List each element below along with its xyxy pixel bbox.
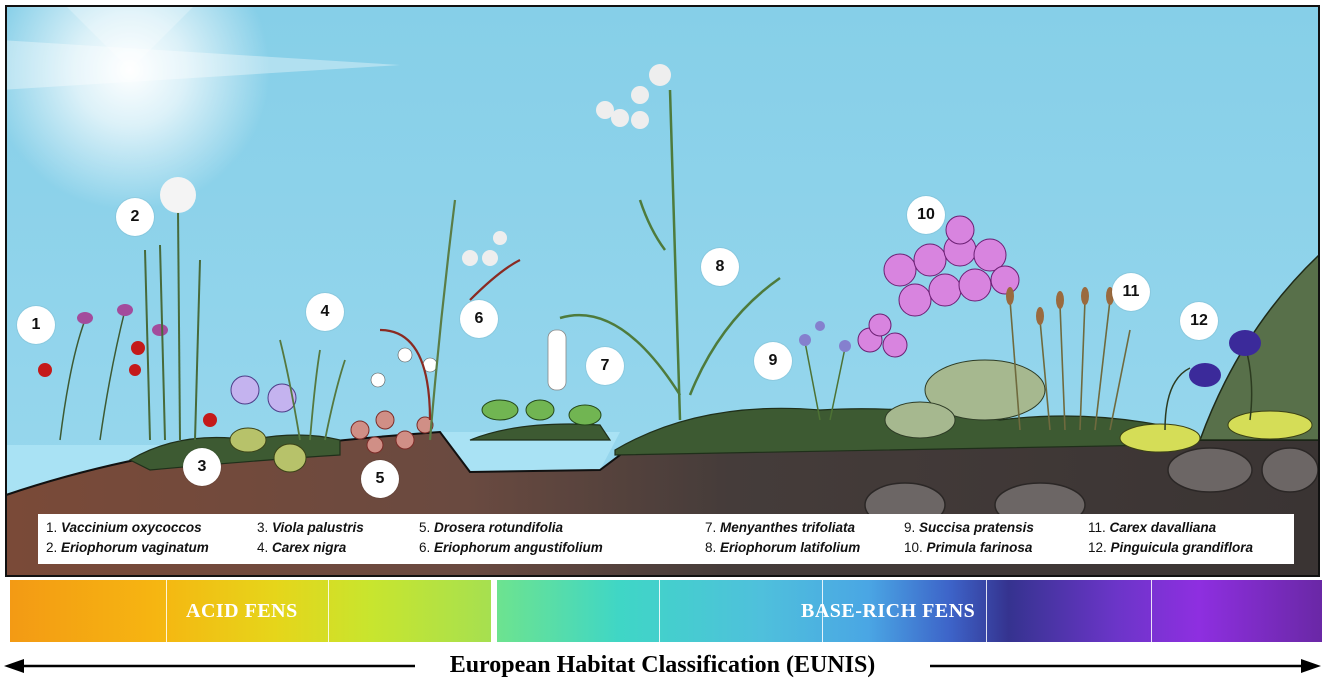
legend-column-2: 3. Viola palustris 4. Carex nigra — [257, 518, 405, 564]
legend-item: 4. Carex nigra — [257, 538, 405, 558]
bar-divider — [1151, 580, 1152, 642]
footer-title: European Habitat Classification (EUNIS) — [0, 652, 1325, 679]
legend-item: 6. Eriophorum angustifolium — [419, 538, 691, 558]
legend-column-4: 7. Menyanthes trifoliata 8. Eriophorum l… — [705, 518, 890, 564]
legend-item: 5. Drosera rotundifolia — [419, 518, 691, 538]
bar-divider — [166, 580, 167, 642]
legend-item: 8. Eriophorum latifolium — [705, 538, 890, 558]
legend-item: 9. Succisa pratensis — [904, 518, 1074, 538]
marker-4: 4 — [306, 293, 344, 331]
legend-item: 11. Carex davalliana — [1088, 518, 1278, 538]
legend-column-5: 9. Succisa pratensis 10. Primula farinos… — [904, 518, 1074, 564]
legend-item: 2. Eriophorum vaginatum — [46, 538, 243, 558]
marker-10: 10 — [907, 196, 945, 234]
legend-item: 12. Pinguicula grandiflora — [1088, 538, 1278, 558]
marker-1: 1 — [17, 306, 55, 344]
bar-divider — [986, 580, 987, 642]
marker-5: 5 — [361, 460, 399, 498]
marker-8: 8 — [701, 248, 739, 286]
marker-2: 2 — [116, 198, 154, 236]
legend-item: 7. Menyanthes trifoliata — [705, 518, 890, 538]
legend-column-6: 11. Carex davalliana 12. Pinguicula gran… — [1088, 518, 1278, 564]
marker-3: 3 — [183, 448, 221, 486]
legend-item: 3. Viola palustris — [257, 518, 405, 538]
marker-12: 12 — [1180, 302, 1218, 340]
base-rich-fens-label: BASE-RICH FENS — [801, 600, 975, 623]
legend-item: 1. Vaccinium oxycoccos — [46, 518, 243, 538]
legend-column-3: 5. Drosera rotundifolia 6. Eriophorum an… — [419, 518, 691, 564]
marker-9: 9 — [754, 342, 792, 380]
legend-column-1: 1. Vaccinium oxycoccos 2. Eriophorum vag… — [46, 518, 243, 564]
species-legend: 1. Vaccinium oxycoccos 2. Eriophorum vag… — [38, 514, 1294, 564]
marker-7: 7 — [586, 347, 624, 385]
bar-divider — [328, 580, 329, 642]
acid-fens-label: ACID FENS — [186, 600, 298, 623]
marker-6: 6 — [460, 300, 498, 338]
marker-11: 11 — [1112, 273, 1150, 311]
bar-divider — [659, 580, 660, 642]
legend-item: 10. Primula farinosa — [904, 538, 1074, 558]
